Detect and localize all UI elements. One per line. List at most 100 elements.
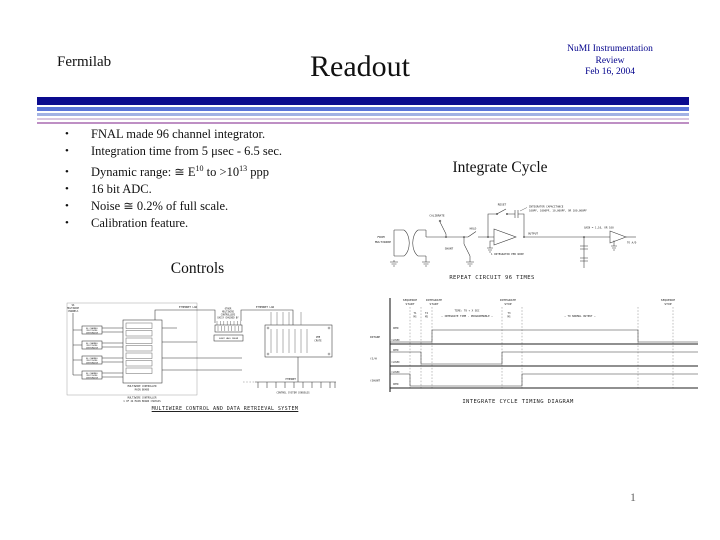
integrate-cycle-heading: Integrate Cycle bbox=[452, 159, 548, 176]
consoles-label: CONTROL SYSTEM CONSOLES bbox=[276, 392, 310, 395]
modem-label: SHORT HAUL MODEM bbox=[219, 337, 239, 340]
integrator-opamp bbox=[487, 207, 528, 253]
t3-note: T3 bbox=[507, 311, 511, 315]
t1-unit: MS bbox=[413, 315, 417, 319]
bullet-row: • Calibration feature. bbox=[60, 215, 410, 232]
waveform-sh bbox=[390, 351, 698, 367]
ethernet-lan-label-2: ETHERNET LAN bbox=[256, 305, 275, 309]
bullet-text: Integration time from 5 μsec - 6.5 sec. bbox=[91, 144, 283, 158]
integrator-box-label: 96 CHANNEL bbox=[86, 327, 99, 330]
bullet-text: FNAL made 96 channel integrator. bbox=[91, 127, 266, 141]
to-ad-label: TO A/D bbox=[627, 241, 637, 245]
dynamic-range-exp1: 10 bbox=[195, 163, 204, 173]
page-number: 1 bbox=[630, 490, 636, 504]
per-wire-note: 1 INTEGRATOR PER WIRE bbox=[491, 252, 524, 256]
event-sequence-stop-2: STOP bbox=[664, 302, 671, 306]
dynamic-range-exp2: 13 bbox=[239, 163, 248, 173]
integrator-box-label: INTEGRATOR bbox=[86, 377, 99, 380]
chassis-caption-2: 1 OF 24 MAIN BOARD CHASSIS bbox=[123, 400, 161, 403]
dynamic-range-post: ppp bbox=[247, 165, 269, 179]
channels-label-2: MULTIWIRE bbox=[67, 307, 80, 310]
event-integrate-stop-2: STOP bbox=[504, 302, 511, 306]
main-board-box bbox=[122, 319, 242, 384]
meta-block: NuMI Instrumentation Review Feb 16, 2004 bbox=[545, 44, 675, 79]
integrator-box-label: 96 CHANNEL bbox=[86, 357, 99, 360]
row1-top-state: OPEN bbox=[393, 327, 399, 330]
other-controllers-note-4: DAISY CHAINED BY bbox=[217, 317, 239, 320]
integrator-box-label: INTEGRATOR bbox=[86, 347, 99, 350]
integrator-box-label: INTEGRATOR bbox=[86, 332, 99, 335]
daisy-chain-connector bbox=[213, 321, 244, 342]
divider-stripe-lilac bbox=[37, 118, 689, 120]
integrator-box-label: MULTIWIRE bbox=[87, 345, 99, 347]
gain-opamp bbox=[609, 230, 636, 251]
meta-line-2: Review bbox=[595, 55, 625, 66]
output-label: OUTPUT bbox=[528, 232, 538, 236]
ethernet-lan-wire bbox=[154, 309, 294, 325]
bullet-marker: • bbox=[65, 200, 69, 212]
output-wire bbox=[524, 236, 610, 268]
bullet-list: • FNAL made 96 channel integrator. • Int… bbox=[60, 126, 410, 232]
integrator-box-label: INTEGRATOR bbox=[86, 362, 99, 365]
dynamic-range-mid: to >10 bbox=[203, 165, 240, 179]
from-label-2: MULTIWIRE bbox=[375, 240, 391, 244]
row1-label: INTGRE bbox=[370, 335, 380, 339]
event-sequence-start-2: START bbox=[405, 302, 414, 306]
event-sequence-stop-1: SEQUENCE bbox=[661, 298, 676, 302]
integrator-box-label: 96 CHANNEL bbox=[86, 372, 99, 375]
divider-stripe-periwinkle bbox=[37, 113, 689, 116]
other-controllers-note-1: OTHER bbox=[225, 308, 232, 311]
ethernet-label: ETHERNET bbox=[285, 378, 296, 381]
row2-bottom-state: CLOSED bbox=[392, 361, 401, 364]
bullet-row: • Dynamic range: ≅ E10 to >1013 ppp bbox=[60, 164, 410, 181]
bullet-row: • 16 bit ADC. bbox=[60, 181, 410, 198]
slide-title: Readout bbox=[310, 50, 410, 83]
normal-output-note: — TO NORMAL OUTPUT — bbox=[564, 314, 596, 318]
bullet-text: Noise ≅ 0.2% of full scale. bbox=[91, 199, 229, 213]
chassis-outline bbox=[66, 302, 198, 396]
integrator-box-label: 96 CHANNEL bbox=[86, 342, 99, 345]
row3-label: (SHUNT bbox=[370, 379, 380, 383]
vme-crate bbox=[264, 312, 333, 358]
capacitance-note-1: INTEGRATOR CAPACITANCE bbox=[529, 205, 564, 209]
divider-stripe-navy bbox=[37, 97, 689, 105]
integrator-box-label: MULTIWIRE bbox=[87, 360, 99, 362]
calibrate-label: CALIBRATE bbox=[429, 214, 444, 218]
row3-top-state: CLOSED bbox=[392, 371, 401, 374]
row2-label: (S/H bbox=[370, 357, 377, 361]
from-label: FROM bbox=[377, 235, 384, 239]
timing-caption: INTEGRATE CYCLE TIMING DIAGRAM bbox=[462, 399, 574, 405]
reset-label: RESET bbox=[498, 203, 507, 207]
bullet-row: • Noise ≅ 0.2% of full scale. bbox=[60, 198, 410, 215]
timing-gridlines bbox=[409, 307, 674, 390]
t1-note: T1 bbox=[413, 311, 417, 315]
bullet-marker: • bbox=[65, 166, 69, 178]
bullet-marker: • bbox=[65, 183, 69, 195]
console-bus bbox=[243, 357, 336, 388]
calibrate-switch bbox=[438, 219, 447, 237]
crate-label-1: VME bbox=[316, 336, 321, 339]
repeat-circuit-caption: REPEAT CIRCUIT 96 TIMES bbox=[449, 275, 535, 281]
meta-line-1: NuMI Instrumentation bbox=[567, 44, 653, 54]
bullet-row: • Integration time from 5 μsec - 6.5 sec… bbox=[60, 143, 410, 160]
main-board-caption-1: MULTIWIRE CONTROLLER bbox=[128, 385, 157, 388]
bullet-text: Calibration feature. bbox=[91, 216, 189, 230]
bullet-text: Dynamic range: ≅ E10 to >1013 ppp bbox=[91, 164, 269, 181]
bullet-text: 16 bit ADC. bbox=[91, 182, 152, 196]
event-integrate-stop-1: INTEGRATE bbox=[500, 298, 516, 302]
bullet-marker: • bbox=[65, 145, 69, 157]
shunt-label: SHUNT bbox=[445, 247, 454, 251]
signal-wire bbox=[426, 236, 468, 238]
chassis-caption-1: MULTIWIRE CONTROLLER bbox=[128, 397, 157, 400]
org-name: Fermilab bbox=[57, 54, 112, 70]
hold-label: HOLD bbox=[470, 227, 477, 231]
controls-heading: Controls bbox=[170, 260, 225, 277]
input-trunk bbox=[72, 313, 82, 376]
ethernet-lan-label-1: ETHERNET LAN bbox=[179, 305, 198, 309]
row3-bottom-state: OPEN bbox=[393, 383, 399, 386]
timing-diagram: SEQUENCE START INTEGRATE START INTEGRATE… bbox=[370, 298, 698, 392]
controls-caption: MULTIWIRE CONTROL AND DATA RETRIEVAL SYS… bbox=[151, 406, 299, 412]
hold-switch bbox=[467, 231, 494, 238]
bullet-marker: • bbox=[65, 217, 69, 229]
